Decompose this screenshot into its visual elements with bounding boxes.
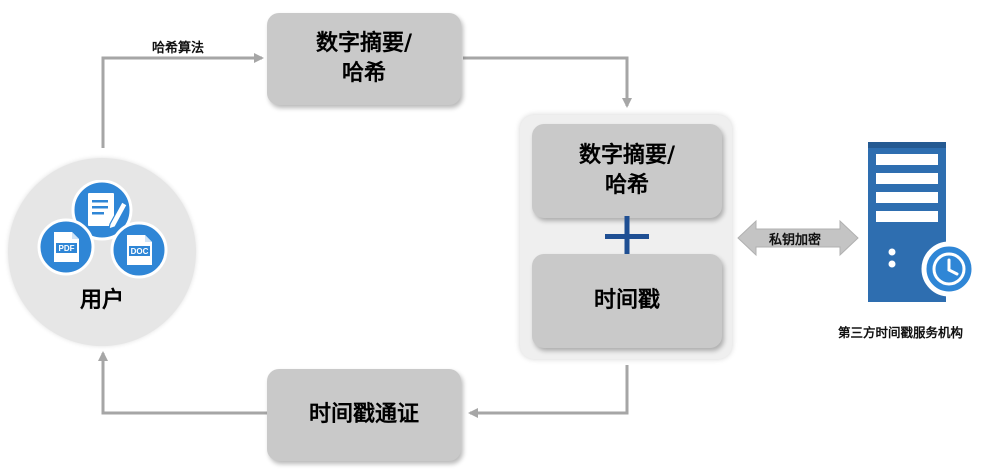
user-node: PDF DOC 用户 (8, 158, 196, 346)
edge-certificate-to-user (98, 351, 267, 415)
pdf-file-icon: PDF (37, 218, 95, 276)
inner-timestamp-label: 时间戳 (593, 287, 660, 314)
private-key-encrypt-label: 私钥加密 (769, 233, 822, 248)
edge-digest-to-combo (463, 56, 632, 108)
timestamp-authority-label: 第三方时间戳服务机构 (838, 325, 964, 340)
digest-hash-box: 数字摘要/ 哈希 (267, 13, 461, 105)
edge-combo-to-certificate (468, 365, 629, 418)
plus-icon (605, 216, 649, 256)
timestamp-certificate-label: 时间戳通证 (308, 401, 419, 428)
digest-hash-line2: 哈希 (341, 60, 386, 86)
server-icon (868, 142, 977, 302)
user-label: 用户 (79, 287, 124, 313)
pdf-icon-text: PDF (59, 244, 75, 253)
inner-timestamp-box: 时间戳 (532, 254, 722, 348)
document-icons: PDF DOC (37, 180, 168, 279)
timestamp-certificate-box: 时间戳通证 (267, 369, 461, 461)
inner-digest-hash-line2: 哈希 (604, 172, 649, 198)
edge-user-to-digest (101, 53, 264, 148)
clock-icon (921, 240, 977, 297)
double-arrow-icon (737, 219, 859, 257)
hash-algorithm-label: 哈希算法 (152, 41, 205, 56)
inner-digest-hash-line1: 数字摘要/ (578, 142, 676, 169)
inner-digest-hash-box: 数字摘要/ 哈希 (532, 124, 722, 218)
doc-file-icon: DOC (110, 221, 168, 279)
doc-icon-text: DOC (131, 247, 149, 256)
edit-document-icon (71, 180, 133, 241)
digest-hash-line1: 数字摘要/ (315, 30, 413, 57)
